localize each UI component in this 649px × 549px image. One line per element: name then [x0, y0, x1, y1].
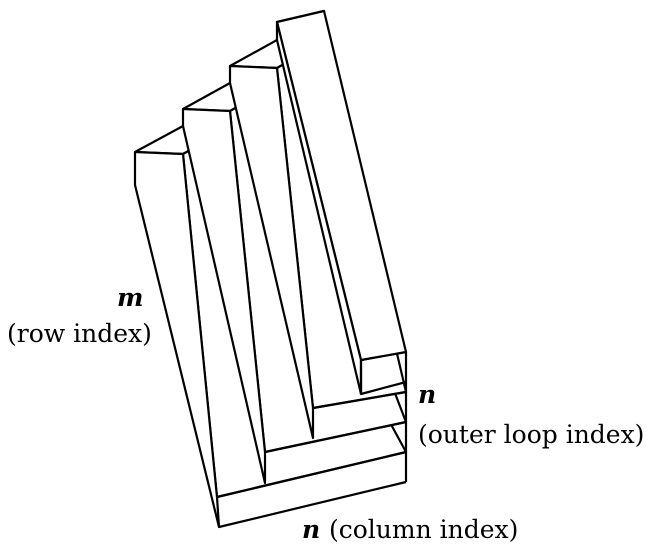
m-symbol: m — [117, 283, 143, 312]
bar-2-side-face — [181, 107, 267, 485]
outer-loop-symbol: n — [418, 380, 436, 409]
outer-loop-caption: (outer loop index) — [418, 420, 644, 449]
row-index-caption: (row index) — [7, 319, 152, 348]
bar-1-side-face — [133, 150, 221, 529]
column-symbol: n — [302, 515, 320, 544]
column-index-caption: (column index) — [329, 515, 518, 544]
right-edge — [216, 352, 408, 529]
bar-3-side-face — [228, 64, 315, 440]
